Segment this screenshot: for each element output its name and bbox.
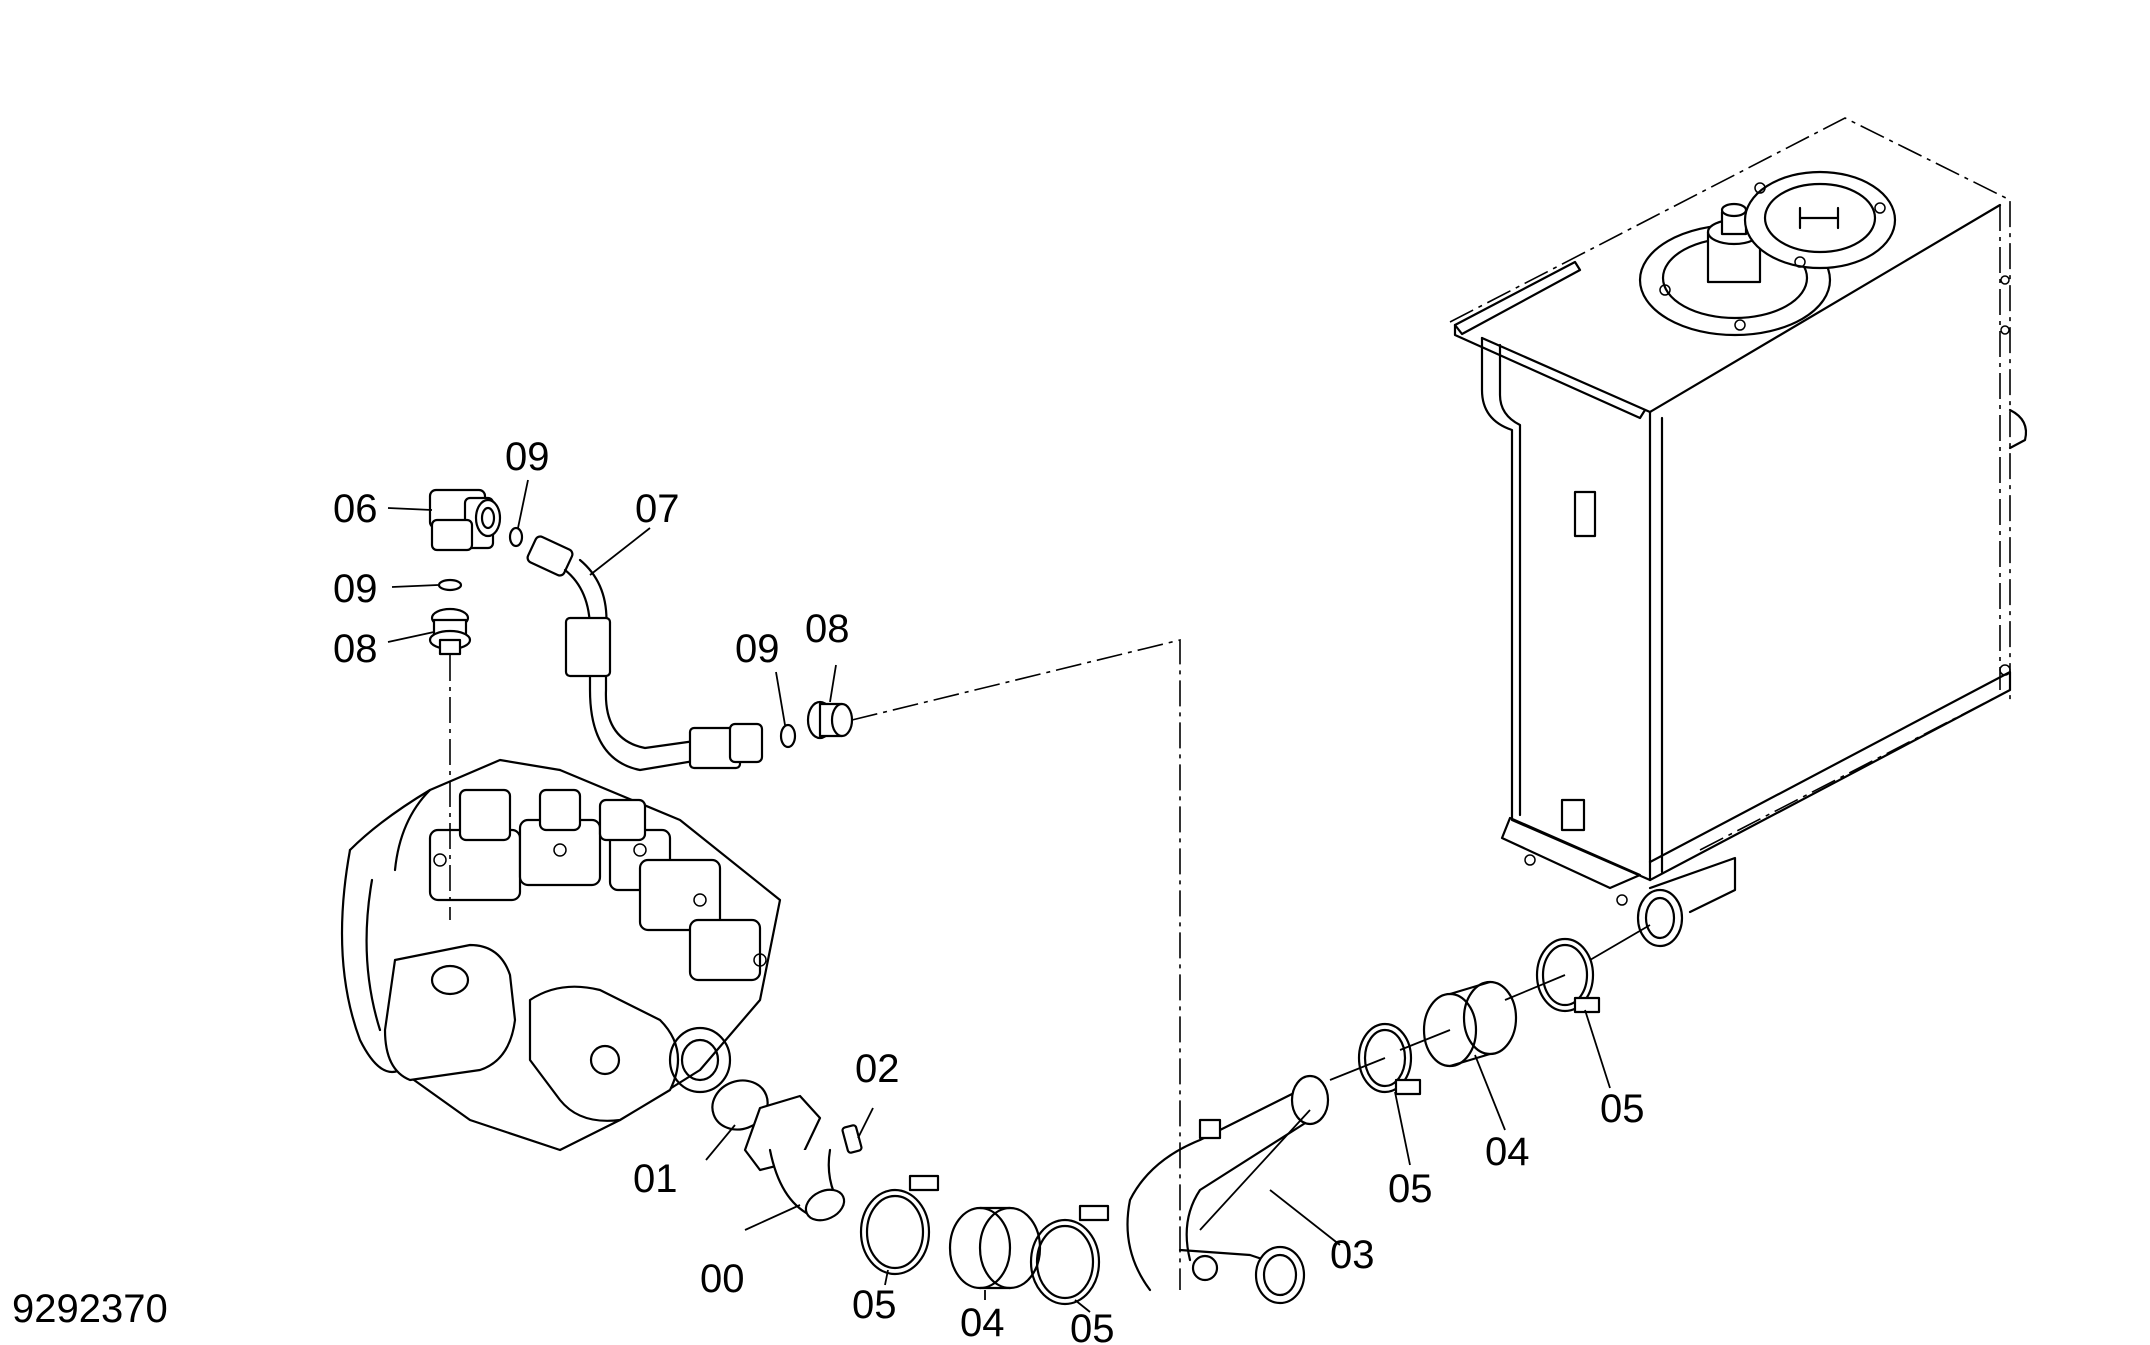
callout-07: 07 xyxy=(635,487,680,531)
suction-pipe-03 xyxy=(1126,1074,1330,1305)
callout-05-b: 05 xyxy=(1070,1307,1115,1345)
connector-08-b xyxy=(806,700,854,740)
flange-elbow-00 xyxy=(743,1094,846,1222)
hose-07 xyxy=(526,535,764,772)
o-ring-09-a xyxy=(508,526,524,548)
callout-04-b: 04 xyxy=(1485,1130,1530,1174)
callout-01: 01 xyxy=(633,1157,678,1201)
o-ring-01 xyxy=(711,1079,769,1131)
drawing-number: 9292370 xyxy=(12,1287,168,1331)
clamp-05-a xyxy=(859,1174,940,1276)
clamp-05-d xyxy=(1535,937,1601,1014)
connector-08-a xyxy=(428,607,472,656)
callout-08-b: 08 xyxy=(805,607,850,651)
hydraulic-pump xyxy=(340,758,782,1152)
callout-05-d: 05 xyxy=(1600,1087,1645,1131)
callout-02: 02 xyxy=(855,1047,900,1091)
bolt-02 xyxy=(841,1124,863,1154)
hose-sleeve-04-b xyxy=(1422,980,1518,1068)
hydraulic-tank xyxy=(1449,117,2028,948)
callout-06: 06 xyxy=(333,487,378,531)
o-ring-09-b xyxy=(437,578,463,592)
hose-sleeve-04-a xyxy=(948,1206,1042,1290)
clamp-05-c xyxy=(1357,1022,1422,1096)
callout-05-a: 05 xyxy=(852,1283,897,1327)
callout-05-c: 05 xyxy=(1388,1167,1433,1211)
clamp-05-b xyxy=(1029,1204,1110,1306)
elbow-fitting-06 xyxy=(428,488,502,552)
callout-09-b: 09 xyxy=(333,567,378,611)
callout-09-a: 09 xyxy=(505,435,550,479)
o-ring-09-c xyxy=(779,723,797,749)
callout-04-a: 04 xyxy=(960,1301,1005,1345)
callout-08-a: 08 xyxy=(333,627,378,671)
callout-03: 03 xyxy=(1330,1233,1375,1277)
leader-lines xyxy=(387,479,1611,1313)
callout-09-c: 09 xyxy=(735,627,780,671)
callout-00: 00 xyxy=(700,1257,745,1301)
